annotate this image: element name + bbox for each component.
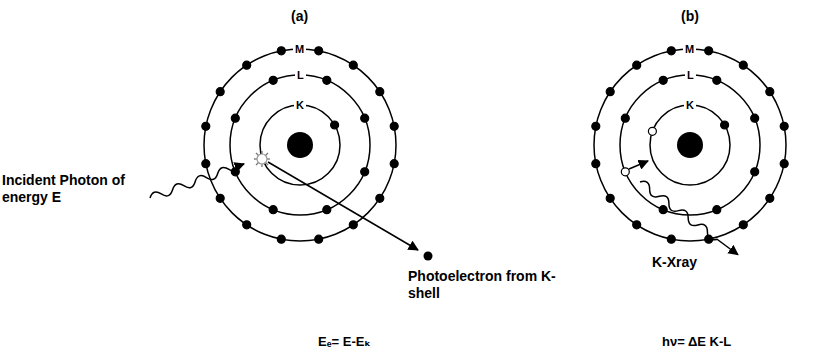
electron	[766, 194, 774, 202]
electron	[667, 47, 675, 55]
electron	[277, 47, 285, 55]
electron	[349, 61, 357, 69]
photoelectron-label: Photoelectron from K-shell	[408, 268, 568, 302]
shell-label: M	[683, 44, 696, 55]
x-ray-photon	[638, 179, 741, 258]
electron	[659, 206, 667, 214]
energy-equation: Eₑ= E-Eₖ	[318, 334, 371, 350]
electron	[633, 221, 641, 229]
electron	[269, 206, 277, 214]
shell-label: M	[293, 44, 306, 55]
electron	[243, 61, 251, 69]
electron	[780, 122, 788, 130]
electron	[721, 121, 729, 129]
shells-a	[204, 49, 396, 241]
electron	[606, 194, 614, 202]
electron	[739, 61, 747, 69]
electron	[231, 114, 239, 122]
photoelectron-track	[268, 162, 418, 250]
electron	[648, 127, 656, 135]
electron	[780, 160, 788, 168]
shells-b	[594, 49, 786, 241]
electron	[390, 122, 398, 130]
electron	[659, 76, 667, 84]
electron	[376, 88, 384, 96]
shell-label: K	[294, 100, 306, 111]
electron	[705, 47, 713, 55]
electron	[751, 168, 759, 176]
electron	[751, 114, 759, 122]
electron	[592, 160, 600, 168]
shell-label: L	[685, 70, 696, 81]
transition-arrow	[629, 161, 648, 169]
electron	[323, 76, 331, 84]
electron	[376, 194, 384, 202]
electron	[323, 206, 331, 214]
electron	[202, 160, 210, 168]
electron	[315, 235, 323, 243]
electron	[277, 235, 285, 243]
electron	[766, 88, 774, 96]
electron	[315, 47, 323, 55]
photoelectron	[424, 252, 433, 261]
xray-label: K-Xray	[652, 254, 697, 271]
nucleus	[287, 132, 313, 158]
electron	[349, 221, 357, 229]
electron	[621, 168, 629, 176]
electron	[361, 114, 369, 122]
electron	[739, 221, 747, 229]
electron	[713, 206, 721, 214]
incident-photon	[149, 160, 246, 202]
electron	[216, 88, 224, 96]
electron	[621, 114, 629, 122]
nucleus	[677, 132, 703, 158]
electrons	[202, 47, 788, 243]
electron	[202, 122, 210, 130]
electron	[243, 221, 251, 229]
electron	[361, 168, 369, 176]
ejection-burst	[254, 151, 270, 167]
photon-label: Incident Photon of energy E	[2, 172, 152, 206]
electron	[216, 194, 224, 202]
electron	[713, 76, 721, 84]
panel-label: (b)	[681, 8, 699, 25]
electron	[331, 121, 339, 129]
electron	[606, 88, 614, 96]
electron	[633, 61, 641, 69]
panel-label: (a)	[291, 8, 308, 25]
shell-label: L	[295, 70, 306, 81]
electron	[269, 76, 277, 84]
electron	[667, 235, 675, 243]
electron	[592, 122, 600, 130]
shell-label: K	[684, 100, 696, 111]
vacancy	[257, 154, 267, 164]
energy-equation: hν= ΔE K-L	[662, 334, 731, 350]
electron	[390, 160, 398, 168]
